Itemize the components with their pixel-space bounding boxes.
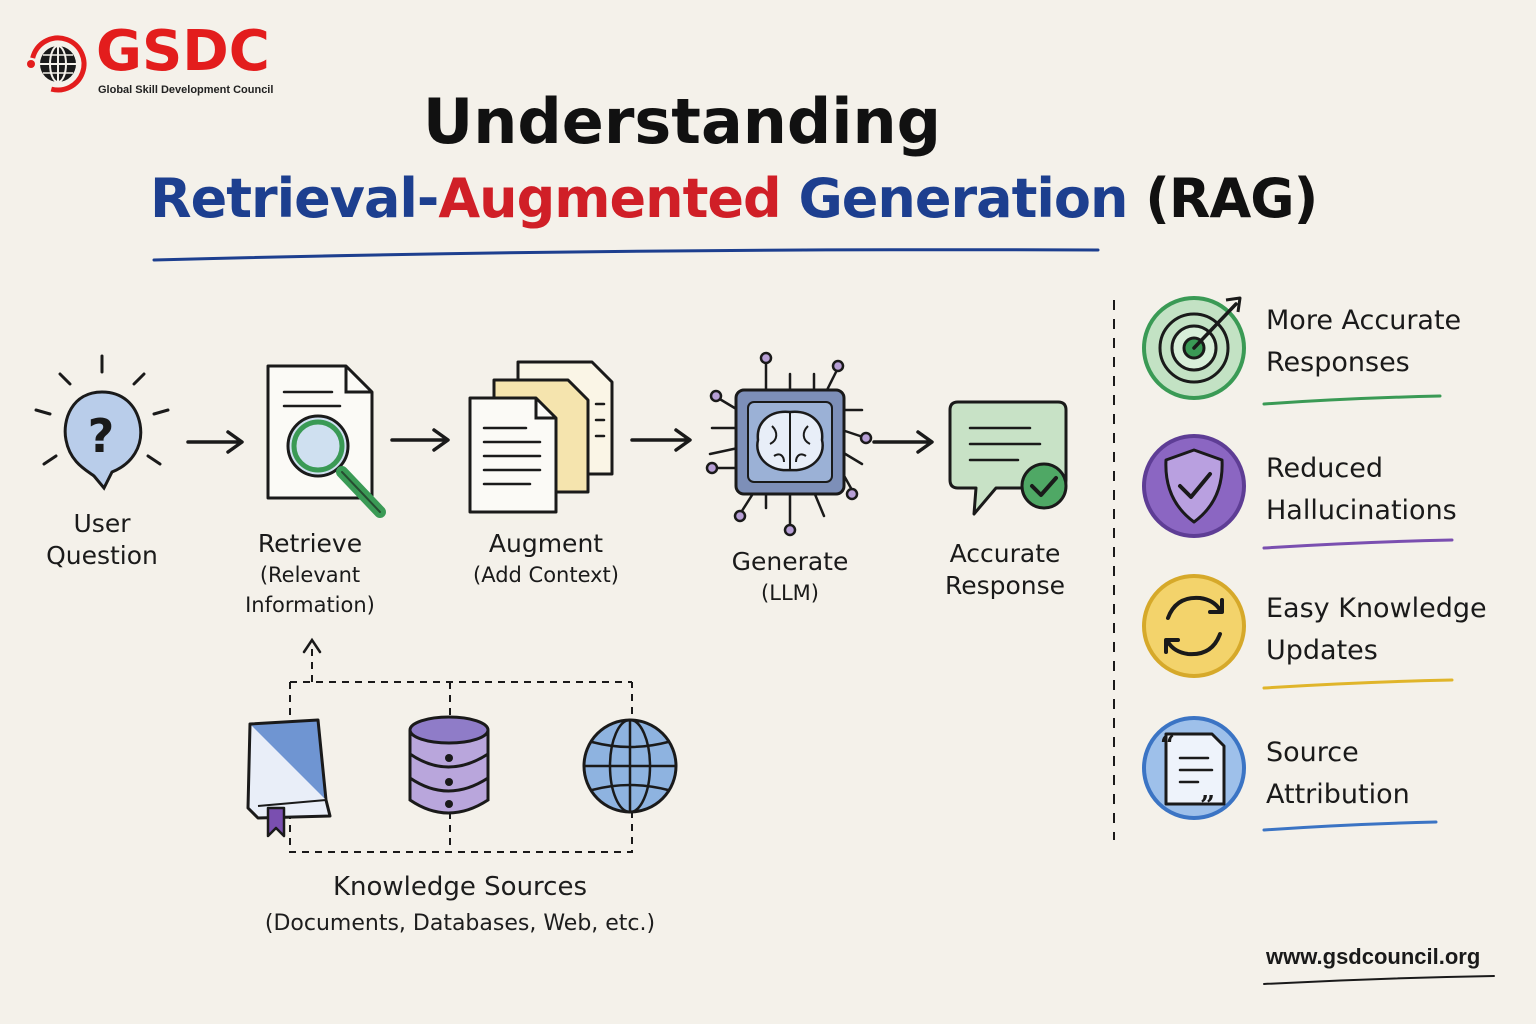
flow-label-augment-line1: Augment <box>488 529 604 558</box>
quote-document-icon: “ ” <box>1142 716 1246 821</box>
globe-icon <box>582 718 678 814</box>
flow-label-retrieve-line3: Information) <box>245 593 375 617</box>
title-augmented: Augmented <box>438 167 781 230</box>
flow-label-augment-line2: (Add Context) <box>473 563 619 587</box>
knowledge-sources-subtitle: (Documents, Databases, Web, etc.) <box>264 911 656 936</box>
benefit-accurate-line2: Responses <box>1266 347 1410 378</box>
benefit-updates-line1: Easy Knowledge <box>1266 593 1487 624</box>
benefit-attribution-line2: Attribution <box>1266 779 1410 810</box>
gsdc-logo-globe-icon <box>27 35 87 93</box>
brand-name: GSDC <box>96 19 270 84</box>
title-underline <box>152 248 1100 262</box>
title-rag: (RAG) <box>1127 167 1318 230</box>
page-title-line2: Retrieval-Augmented Generation (RAG) <box>150 166 1318 232</box>
benefit-updates-line2: Updates <box>1266 635 1378 666</box>
flow-label-question: User Question <box>30 508 174 572</box>
database-icon <box>408 715 490 815</box>
document-search-icon <box>266 364 386 518</box>
knowledge-sources-title: Knowledge Sources <box>332 872 588 902</box>
shield-check-icon <box>1142 434 1246 538</box>
benefit-hallucinations: Reduced Hallucinations <box>1266 448 1506 532</box>
benefit-attribution-line1: Source <box>1266 737 1359 768</box>
flow-label-question-line2: Question <box>46 541 158 570</box>
chat-check-icon <box>948 400 1068 516</box>
refresh-icon <box>1142 574 1246 678</box>
benefit-underline-blue <box>1262 820 1438 832</box>
question-bulb-icon: ? <box>34 354 170 491</box>
benefit-hallucinations-line2: Hallucinations <box>1266 495 1457 526</box>
flow-label-generate-line1: Generate <box>731 547 849 576</box>
benefit-accurate: More Accurate Responses <box>1266 300 1506 384</box>
svg-text:”: ” <box>1200 791 1215 821</box>
benefit-underline-purple <box>1262 538 1454 550</box>
documents-stack-icon <box>468 360 614 514</box>
book-icon <box>246 718 332 838</box>
title-generation: Generation <box>780 167 1128 230</box>
flow-label-generate-line2: (LLM) <box>761 581 819 605</box>
benefit-attribution: Source Attribution <box>1266 732 1506 816</box>
benefit-underline-green <box>1262 394 1442 406</box>
flow-label-response-line2: Response <box>944 571 1066 600</box>
flow-label-generate: Generate (LLM) <box>710 546 870 608</box>
target-icon <box>1142 296 1246 400</box>
brand-tagline: Global Skill Development Council <box>98 84 274 96</box>
title-retrieval: Retrieval- <box>150 167 439 230</box>
flow-label-response-line1: Accurate <box>949 539 1061 568</box>
svg-text:“: “ <box>1160 731 1175 761</box>
benefit-hallucinations-line1: Reduced <box>1266 453 1384 484</box>
benefit-underline-yellow <box>1262 678 1454 690</box>
benefit-accurate-line1: More Accurate <box>1266 305 1462 336</box>
flow-label-response: Accurate Response <box>930 538 1080 602</box>
flow-label-question-line1: User <box>73 509 131 538</box>
brain-chip-icon <box>705 351 873 537</box>
flow-arrow <box>186 428 934 454</box>
page-title-line1: Understanding <box>422 85 942 158</box>
flow-label-retrieve: Retrieve (Relevant Information) <box>230 528 390 620</box>
website-link[interactable]: www.gsdcouncil.org <box>1266 944 1481 969</box>
flow-label-retrieve-line1: Retrieve <box>257 529 363 558</box>
benefit-updates: Easy Knowledge Updates <box>1266 588 1506 672</box>
flow-label-augment: Augment (Add Context) <box>446 528 646 590</box>
url-underline <box>1263 975 1495 985</box>
svg-text:?: ? <box>88 409 115 463</box>
flow-label-retrieve-line2: (Relevant <box>259 563 361 587</box>
knowledge-arrow-head <box>302 637 322 654</box>
